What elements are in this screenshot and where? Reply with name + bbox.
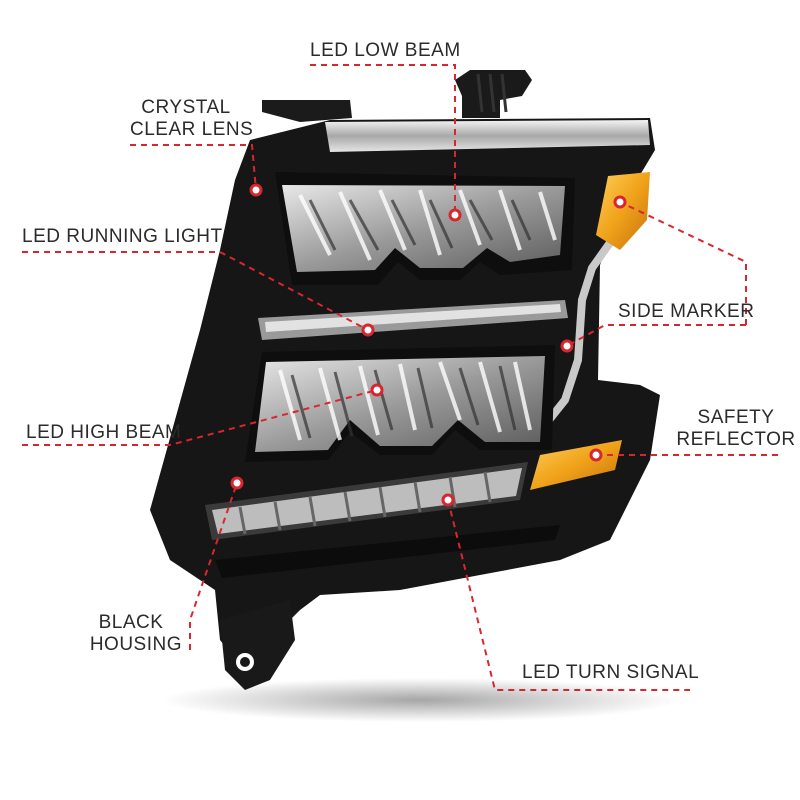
label-led-turn-signal: LED TURN SIGNAL	[522, 662, 700, 683]
label-black-line1: BLACK	[98, 612, 164, 633]
leader-black-housing	[189, 482, 238, 650]
leader-side-marker	[619, 201, 747, 325]
ground-shadow	[160, 678, 680, 722]
label-side-marker: SIDE MARKER	[618, 301, 755, 322]
dot-running-light	[361, 323, 375, 337]
amber-side-marker	[596, 172, 650, 250]
label-led-high-beam: LED HIGH BEAM	[26, 422, 182, 443]
turn-signal-strip	[205, 462, 528, 540]
leader-side-marker-b	[566, 324, 746, 347]
label-crystal-line2: CLEAR LENS	[130, 119, 254, 140]
leader-crystal-clear-lens	[130, 144, 257, 191]
dot-side-marker-lower	[560, 339, 574, 353]
mounting-bracket	[262, 70, 532, 122]
dot-low-beam	[448, 208, 462, 222]
leader-high-beam	[22, 389, 378, 446]
label-led-low-beam: LED LOW BEAM	[310, 40, 461, 61]
label-black-housing: BLACK HOUSING	[80, 612, 182, 656]
dot-turn-signal	[441, 493, 455, 507]
dot-safety-reflector	[589, 448, 603, 462]
label-black-line2: HOUSING	[89, 634, 182, 655]
dot-black-housing	[230, 476, 244, 490]
leader-running-light	[22, 251, 369, 331]
leader-low-beam	[310, 64, 456, 215]
leader-lines	[22, 64, 780, 691]
bottom-mount-tab	[220, 600, 295, 690]
marker-dots	[230, 183, 627, 507]
dot-side-marker-upper	[613, 195, 627, 209]
low-beam-cavity	[275, 172, 575, 285]
housing-bottom-edge	[215, 525, 560, 578]
dot-high-beam	[370, 383, 384, 397]
dot-crystal-clear-lens	[249, 183, 263, 197]
label-safety-line2: REFLECTOR	[676, 429, 796, 450]
chrome-trim	[325, 120, 650, 152]
high-beam-cavity	[245, 345, 555, 462]
label-safety-reflector: SAFETY REFLECTOR	[676, 407, 796, 451]
label-safety-line1: SAFETY	[697, 407, 775, 428]
label-crystal-line1: CRYSTAL	[141, 97, 231, 118]
label-led-running-light: LED RUNNING LIGHT	[22, 226, 223, 247]
running-light-bar	[258, 300, 568, 340]
label-crystal-clear-lens: CRYSTAL CLEAR LENS	[130, 97, 254, 141]
